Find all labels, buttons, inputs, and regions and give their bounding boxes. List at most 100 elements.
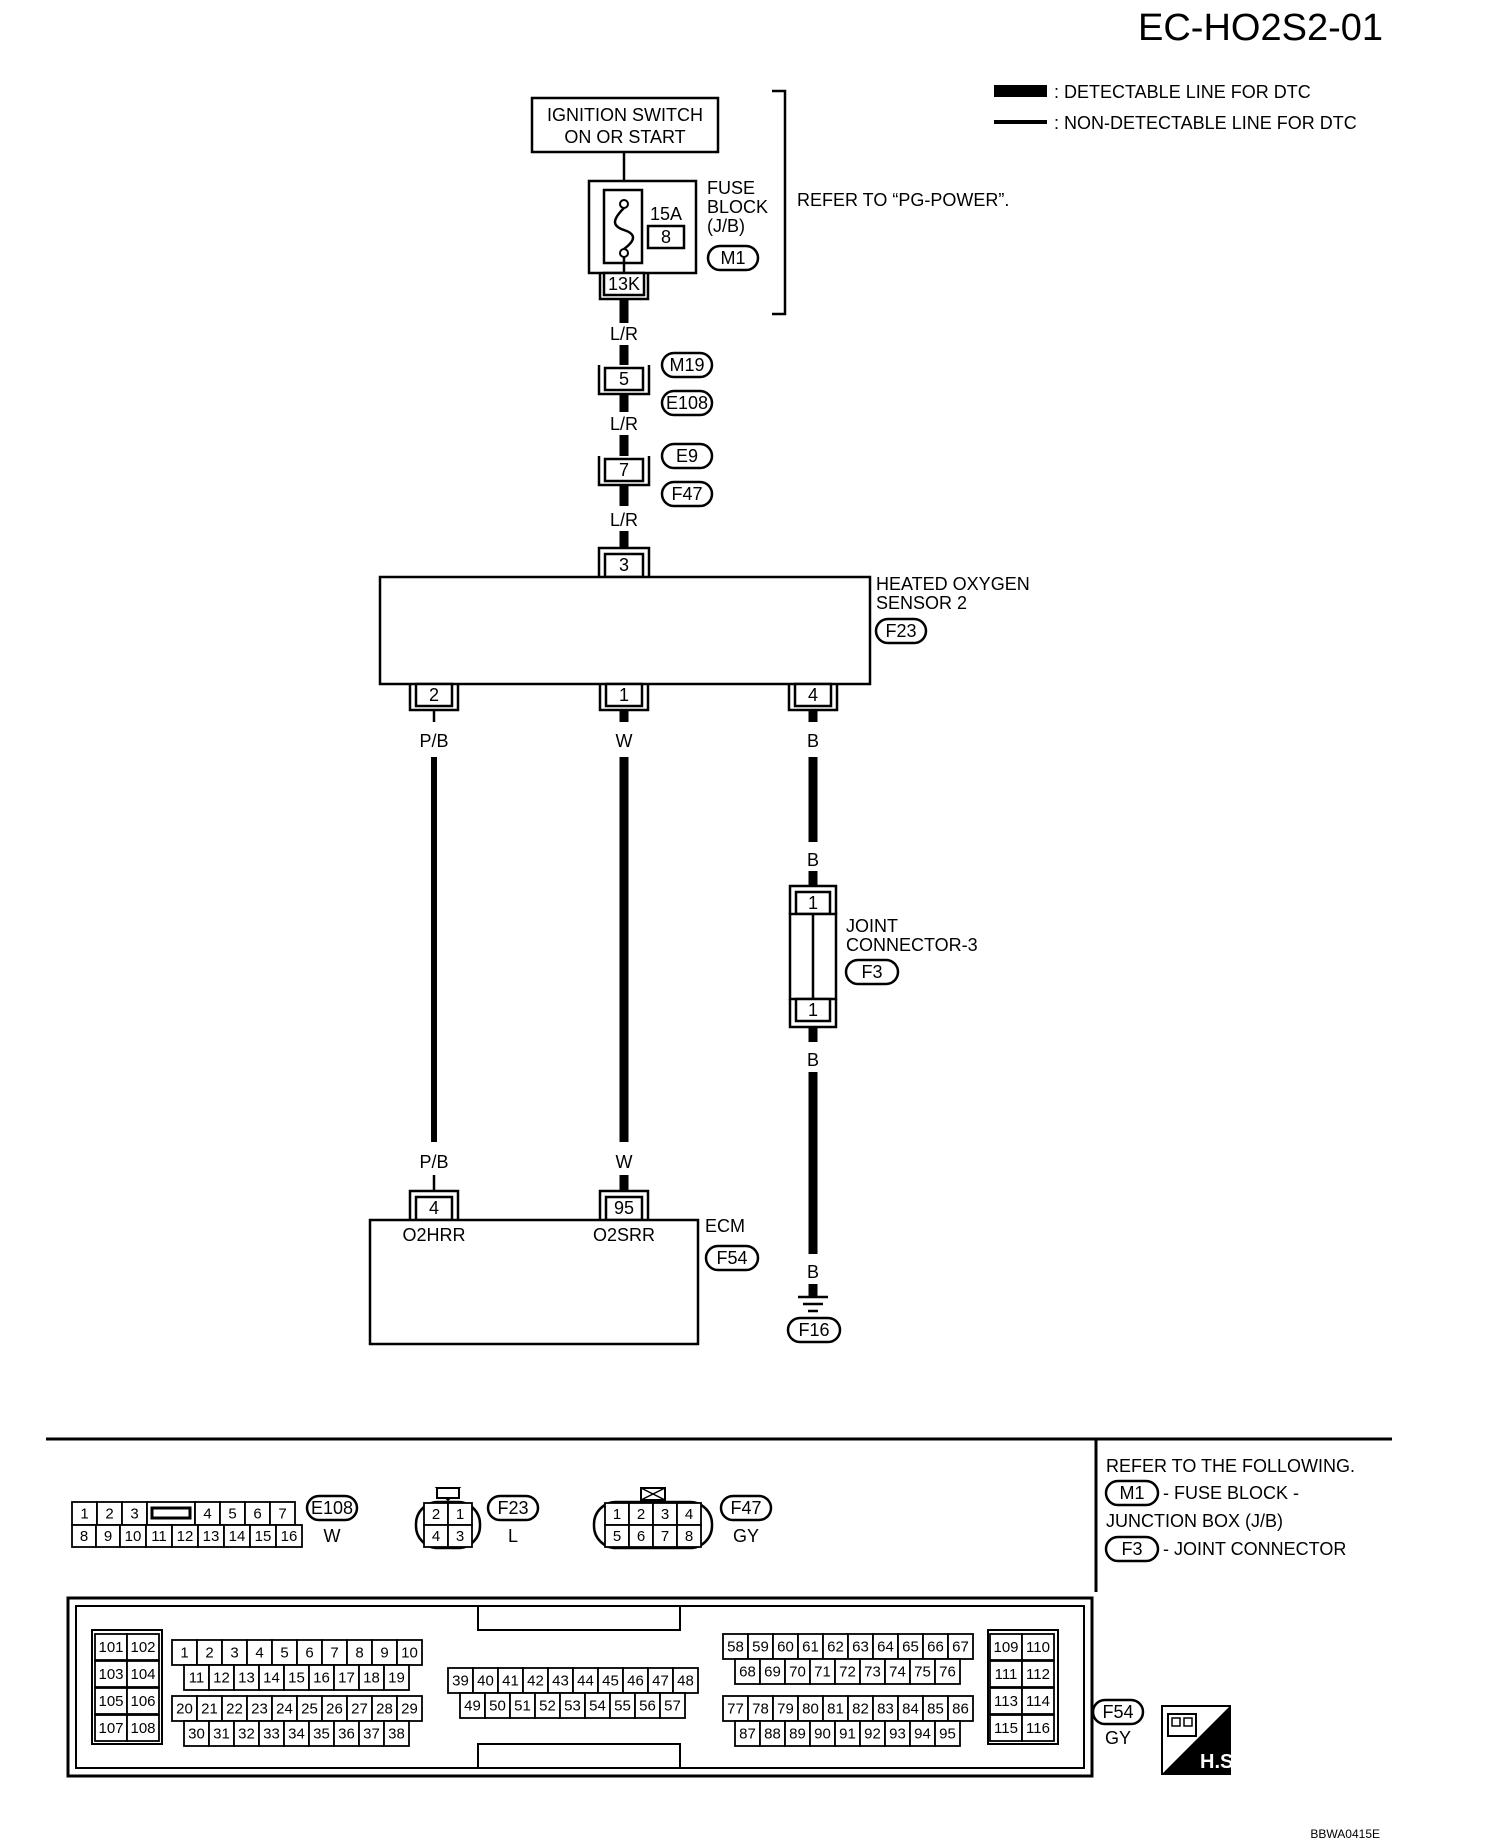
f54-pin: 31 (213, 1726, 230, 1743)
f54-id: F54 (1102, 1702, 1133, 1722)
svg-text:- JOINT CONNECTOR: - JOINT CONNECTOR (1163, 1539, 1346, 1559)
wire-b-ground: B (807, 1262, 819, 1282)
f54-pin: 35 (313, 1726, 330, 1743)
footer-code: BBWA0415E (1310, 1827, 1380, 1841)
f54-pin: 26 (326, 1701, 343, 1718)
joint-connector-3: 1 1 JOINT CONNECTOR-3 F3 (788, 884, 978, 1029)
joint-pin-top: 1 (808, 893, 818, 913)
f54-pin: 60 (777, 1639, 794, 1656)
f54-pin: 19 (388, 1670, 405, 1687)
e108-pin: 4 (203, 1506, 211, 1523)
ecm-name-o2srr: O2SRR (593, 1225, 655, 1245)
ecm-connector-id: F54 (716, 1248, 747, 1268)
f54-pin: 48 (677, 1673, 694, 1690)
f54-pin: 104 (130, 1666, 155, 1683)
svg-text:JOINT: JOINT (846, 916, 898, 936)
f54-pin: 75 (914, 1664, 931, 1681)
f54-pin: 29 (401, 1701, 418, 1718)
f54-pin: 57 (664, 1698, 681, 1715)
wire-b-joint-bottom: B (807, 1050, 819, 1070)
f54-pin: 53 (564, 1698, 581, 1715)
f54-pin: 10 (401, 1645, 418, 1662)
f54-pin: 59 (752, 1639, 769, 1656)
f54-pin: 105 (98, 1693, 123, 1710)
f54-pin: 86 (952, 1701, 969, 1718)
f54-pin: 89 (789, 1726, 806, 1743)
wire-pb-top: P/B (419, 731, 448, 751)
ecm: 4 95 O2HRR O2SRR ECM F54 (368, 1189, 760, 1346)
hs-badge: H.S. (1161, 1705, 1239, 1775)
ignition-switch: IGNITION SWITCH ON OR START (530, 96, 720, 154)
wire-b-joint-top: B (807, 850, 819, 870)
f54-pin: 16 (313, 1670, 330, 1687)
svg-text:CONNECTOR-3: CONNECTOR-3 (846, 935, 978, 955)
f54-pin: 107 (98, 1720, 123, 1737)
f54-pin: 23 (251, 1701, 268, 1718)
legend-detectable: : DETECTABLE LINE FOR DTC (1054, 82, 1311, 102)
f23-pin: 3 (456, 1528, 464, 1545)
f54-pin: 15 (288, 1670, 305, 1687)
f54-pin: 17 (338, 1670, 355, 1687)
sensor-connector-id: F23 (885, 621, 916, 641)
f54-pin: 93 (889, 1726, 906, 1743)
e108-pin: 6 (253, 1506, 261, 1523)
f54-pin: 38 (388, 1726, 405, 1743)
f47-pin: 4 (685, 1506, 693, 1523)
f54-pin: 30 (188, 1726, 205, 1743)
svg-text:SENSOR 2: SENSOR 2 (876, 593, 967, 613)
f54-pin: 36 (338, 1726, 355, 1743)
e108-pin: 5 (228, 1506, 236, 1523)
f54-pin: 79 (777, 1701, 794, 1718)
wire-w-top: W (616, 731, 633, 751)
joint-connector-id: F3 (861, 962, 882, 982)
f54-pin: 66 (927, 1639, 944, 1656)
f54-pin: 3 (230, 1645, 238, 1662)
svg-text:HEATED OXYGEN: HEATED OXYGEN (876, 574, 1030, 594)
f54-pin: 72 (839, 1664, 856, 1681)
f54-pin: 109 (993, 1639, 1018, 1656)
svg-text:F16: F16 (798, 1320, 829, 1340)
e108-pin: 15 (255, 1528, 272, 1545)
f54-pin: 76 (939, 1664, 956, 1681)
f54-pin: 58 (727, 1639, 744, 1656)
f54-pin: 74 (889, 1664, 906, 1681)
f54-pin: 95 (939, 1726, 956, 1743)
f54-pin: 92 (864, 1726, 881, 1743)
wire-pb-bottom: P/B (419, 1152, 448, 1172)
f47-pin: 6 (637, 1528, 645, 1545)
f47-color: GY (733, 1526, 759, 1546)
f54-pin: 12 (213, 1670, 230, 1687)
e108-pin: 8 (80, 1528, 88, 1545)
svg-text:M19: M19 (669, 355, 704, 375)
f54-pin: 81 (827, 1701, 844, 1718)
f54-pin: 63 (852, 1639, 869, 1656)
wire-lr-2: L/R (610, 414, 638, 434)
page-title: EC-HO2S2-01 (1138, 7, 1383, 49)
f54-pin: 43 (552, 1673, 569, 1690)
sensor-pin-top: 3 (619, 555, 629, 575)
svg-text:M1: M1 (1119, 1483, 1144, 1503)
f47-pin: 5 (613, 1528, 621, 1545)
f54-pin: 39 (452, 1673, 469, 1690)
f54-pin: 112 (1026, 1666, 1050, 1683)
e108-pin: 3 (130, 1506, 138, 1523)
heated-oxygen-sensor-2: 3 HEATED OXYGEN SENSOR 2 F23 2 1 4 (378, 546, 1030, 712)
svg-text:ECM: ECM (705, 1216, 745, 1236)
sensor-pin-4: 4 (808, 685, 818, 705)
f54-pin: 52 (539, 1698, 556, 1715)
svg-text:JUNCTION BOX (J/B): JUNCTION BOX (J/B) (1106, 1511, 1283, 1531)
f54-pin: 34 (288, 1726, 305, 1743)
svg-text:F47: F47 (671, 484, 702, 504)
f54-pin: 18 (363, 1670, 380, 1687)
hs-badge-text: H.S. (1200, 1751, 1239, 1773)
f54-pin: 65 (902, 1639, 919, 1656)
svg-text:REFER TO THE FOLLOWING.: REFER TO THE FOLLOWING. (1106, 1456, 1355, 1476)
f23-pin: 2 (432, 1506, 440, 1523)
f54-pin: 56 (639, 1698, 656, 1715)
f54-pin: 113 (994, 1693, 1018, 1710)
wire-b-top: B (807, 731, 819, 751)
inline-connector-m19-e108: 5 M19 E108 (597, 351, 714, 417)
sensor-pin-1: 1 (619, 685, 629, 705)
fuse-number: 8 (661, 227, 671, 247)
